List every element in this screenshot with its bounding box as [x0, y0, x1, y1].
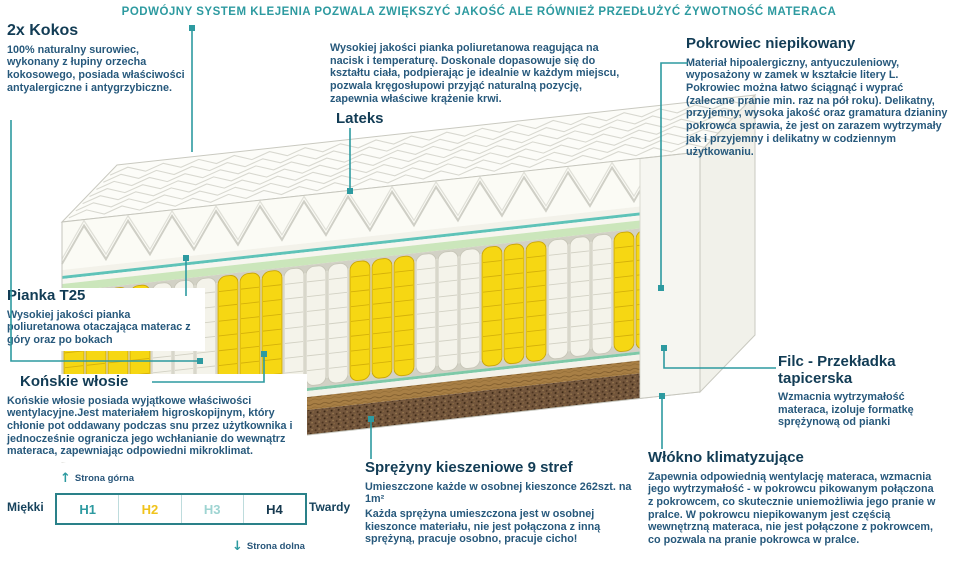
annotation-lateks: Wysokiej jakości pianka poliuretanowa re…	[330, 42, 622, 127]
annotation-sprezyny-text2: Każda sprężyna umieszczona jest w osobne…	[365, 507, 601, 546]
annotation-pokrowiec-title: Pokrowiec niepikowany	[686, 35, 856, 52]
bottom-side-label: Strona dolna	[246, 541, 305, 552]
annotation-konskie-title: Końskie włosie	[20, 373, 129, 390]
hardness-scale: H1 H2 H3 H4	[55, 493, 307, 525]
hardness-level-h3: H3	[180, 495, 243, 523]
annotation-sprezyny-title: Sprężyny kieszeniowe 9 stref	[365, 459, 573, 476]
top-side-label: Strona górna	[74, 473, 135, 484]
annotation-pokrowiec: Pokrowiec niepikowany Materiał hipoalerg…	[686, 35, 954, 158]
annotation-konskie-wlosie: Końskie włosie Końskie włosie posiada wy…	[7, 373, 307, 463]
down-arrow-icon: ↓	[232, 539, 243, 554]
hardness-level-h2: H2	[118, 495, 180, 523]
annotation-kokos-text: 100% naturalny surowiec, wykonany z łupi…	[7, 43, 185, 94]
up-arrow-icon: ↑	[60, 471, 71, 486]
connector-endpoint-glue	[189, 25, 195, 31]
annotation-sprezyny-text1: Umieszczone każde w osobnej kieszonce 26…	[365, 480, 632, 506]
cover-wrap	[639, 151, 701, 400]
hardness-level-h4: H4	[242, 495, 305, 523]
top-side-note: ↑ Strona górna	[60, 472, 134, 485]
layer-kokos	[62, 213, 700, 292]
soft-label: Miękki	[7, 500, 44, 514]
annotation-wlokno: Włókno klimatyzujące Zapewnia odpowiedni…	[648, 449, 940, 547]
annotation-filc: Filc - Przekładka tapicerska Wzmacnia wy…	[778, 353, 956, 429]
annotation-lateks-text: Wysokiej jakości pianka poliuretanowa re…	[330, 42, 620, 105]
layer-white-1	[62, 199, 700, 276]
annotation-pokrowiec-text: Materiał hipoalergiczny, antyuczuleniowy…	[686, 56, 948, 158]
layer-lateks	[62, 205, 700, 279]
annotation-kokos-title: 2x Kokos	[7, 22, 79, 39]
annotation-sprezyny: Sprężyny kieszeniowe 9 stref Umieszczone…	[365, 459, 647, 546]
annotation-pianka-text: Wysokiej jakości pianka poliuretanowa ot…	[7, 308, 191, 346]
annotation-pianka: Pianka T25 Wysokiej jakości pianka poliu…	[7, 287, 205, 351]
annotation-pianka-title: Pianka T25	[7, 287, 86, 304]
annotation-filc-title: Filc - Przekładka tapicerska	[778, 353, 896, 387]
annotation-lateks-title: Lateks	[336, 109, 384, 127]
annotation-wlokno-text: Zapewnia odpowiednią wentylację materaca…	[648, 470, 936, 547]
annotation-filc-text: Wzmacnia wytrzymałość materaca, izoluje …	[778, 391, 914, 429]
hardness-level-h1: H1	[79, 501, 96, 517]
hard-label: Twardy	[309, 500, 351, 514]
bottom-side-note: ↓ Strona dolna	[232, 540, 305, 553]
annotation-konskie-text: Końskie włosie posiada wyjątkowe właściw…	[7, 394, 293, 458]
annotation-wlokno-title: Włókno klimatyzujące	[648, 449, 804, 466]
page-title: PODWÓJNY SYSTEM KLEJENIA POZWALA ZWIĘKSZ…	[121, 6, 837, 18]
layer-white-2	[62, 208, 700, 284]
annotation-kokos: 2x Kokos 100% naturalny surowiec, wykona…	[7, 22, 189, 95]
